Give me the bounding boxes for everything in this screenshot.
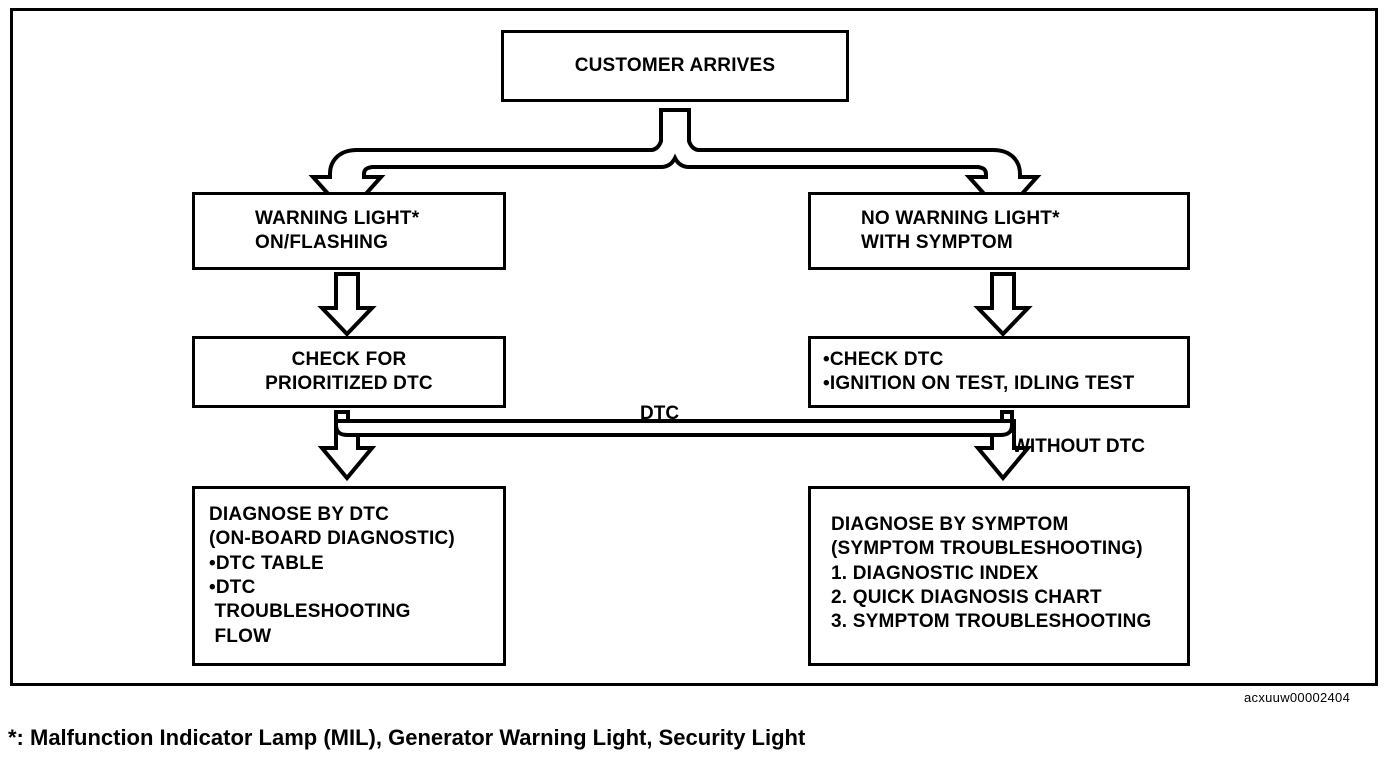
box-no-warning-light[interactable]: NO WARNING LIGHT* WITH SYMPTOM bbox=[808, 192, 1190, 270]
box-customer-arrives[interactable]: CUSTOMER ARRIVES bbox=[501, 30, 849, 102]
box-no-warning-light-line-0: NO WARNING LIGHT* bbox=[861, 207, 1060, 229]
box-diagnose-by-symptom-line-2: 1. DIAGNOSTIC INDEX bbox=[831, 562, 1039, 584]
box-diagnose-by-dtc-line-4: TROUBLESHOOTING bbox=[209, 601, 411, 623]
box-diagnose-by-dtc-line-5: FLOW bbox=[209, 625, 272, 647]
box-no-warning-light-line-1: WITH SYMPTOM bbox=[861, 232, 1013, 253]
box-check-dtc-line-1: •IGNITION ON TEST, IDLING TEST bbox=[823, 373, 1135, 394]
edge-label-dtc: DTC bbox=[640, 403, 680, 424]
box-diagnose-by-symptom-line-4: 3. SYMPTOM TROUBLESHOOTING bbox=[831, 611, 1152, 633]
footnote-text: *: Malfunction Indicator Lamp (MIL), Gen… bbox=[8, 725, 806, 750]
box-diagnose-by-dtc-line-2: •DTC TABLE bbox=[209, 552, 324, 574]
box-check-for-prioritized-dtc[interactable]: CHECK FOR PRIORITIZED DTC bbox=[192, 336, 506, 408]
box-check-dtc[interactable]: •CHECK DTC •IGNITION ON TEST, IDLING TES… bbox=[808, 336, 1190, 408]
box-diagnose-by-dtc[interactable]: DIAGNOSE BY DTC (ON-BOARD DIAGNOSTIC) •D… bbox=[192, 486, 506, 666]
box-diagnose-by-dtc-line-1: (ON-BOARD DIAGNOSTIC) bbox=[209, 528, 455, 550]
box-customer-arrives-line-0: CUSTOMER ARRIVES bbox=[574, 54, 776, 76]
box-check-for-prioritized-dtc-line-1: PRIORITIZED DTC bbox=[265, 373, 433, 394]
box-diagnose-by-symptom[interactable]: DIAGNOSE BY SYMPTOM (SYMPTOM TROUBLESHOO… bbox=[808, 486, 1190, 666]
box-warning-light[interactable]: WARNING LIGHT* ON/FLASHING bbox=[192, 192, 506, 270]
box-diagnose-by-symptom-line-3: 2. QUICK DIAGNOSIS CHART bbox=[831, 586, 1102, 608]
box-check-for-prioritized-dtc-line-0: CHECK FOR bbox=[291, 348, 407, 370]
box-diagnose-by-dtc-line-0: DIAGNOSE BY DTC bbox=[209, 504, 390, 525]
box-warning-light-line-0: WARNING LIGHT* bbox=[255, 207, 420, 229]
box-check-dtc-line-0: •CHECK DTC bbox=[823, 348, 944, 370]
box-diagnose-by-dtc-line-3: •DTC bbox=[209, 576, 256, 598]
box-diagnose-by-symptom-line-1: (SYMPTOM TROUBLESHOOTING) bbox=[831, 538, 1143, 560]
edge-label-without-dtc: WITHOUT DTC bbox=[1012, 436, 1145, 457]
box-diagnose-by-symptom-line-0: DIAGNOSE BY SYMPTOM bbox=[831, 514, 1069, 535]
figure-code: acxuuw00002404 bbox=[1244, 690, 1351, 705]
box-warning-light-line-1: ON/FLASHING bbox=[255, 232, 389, 253]
